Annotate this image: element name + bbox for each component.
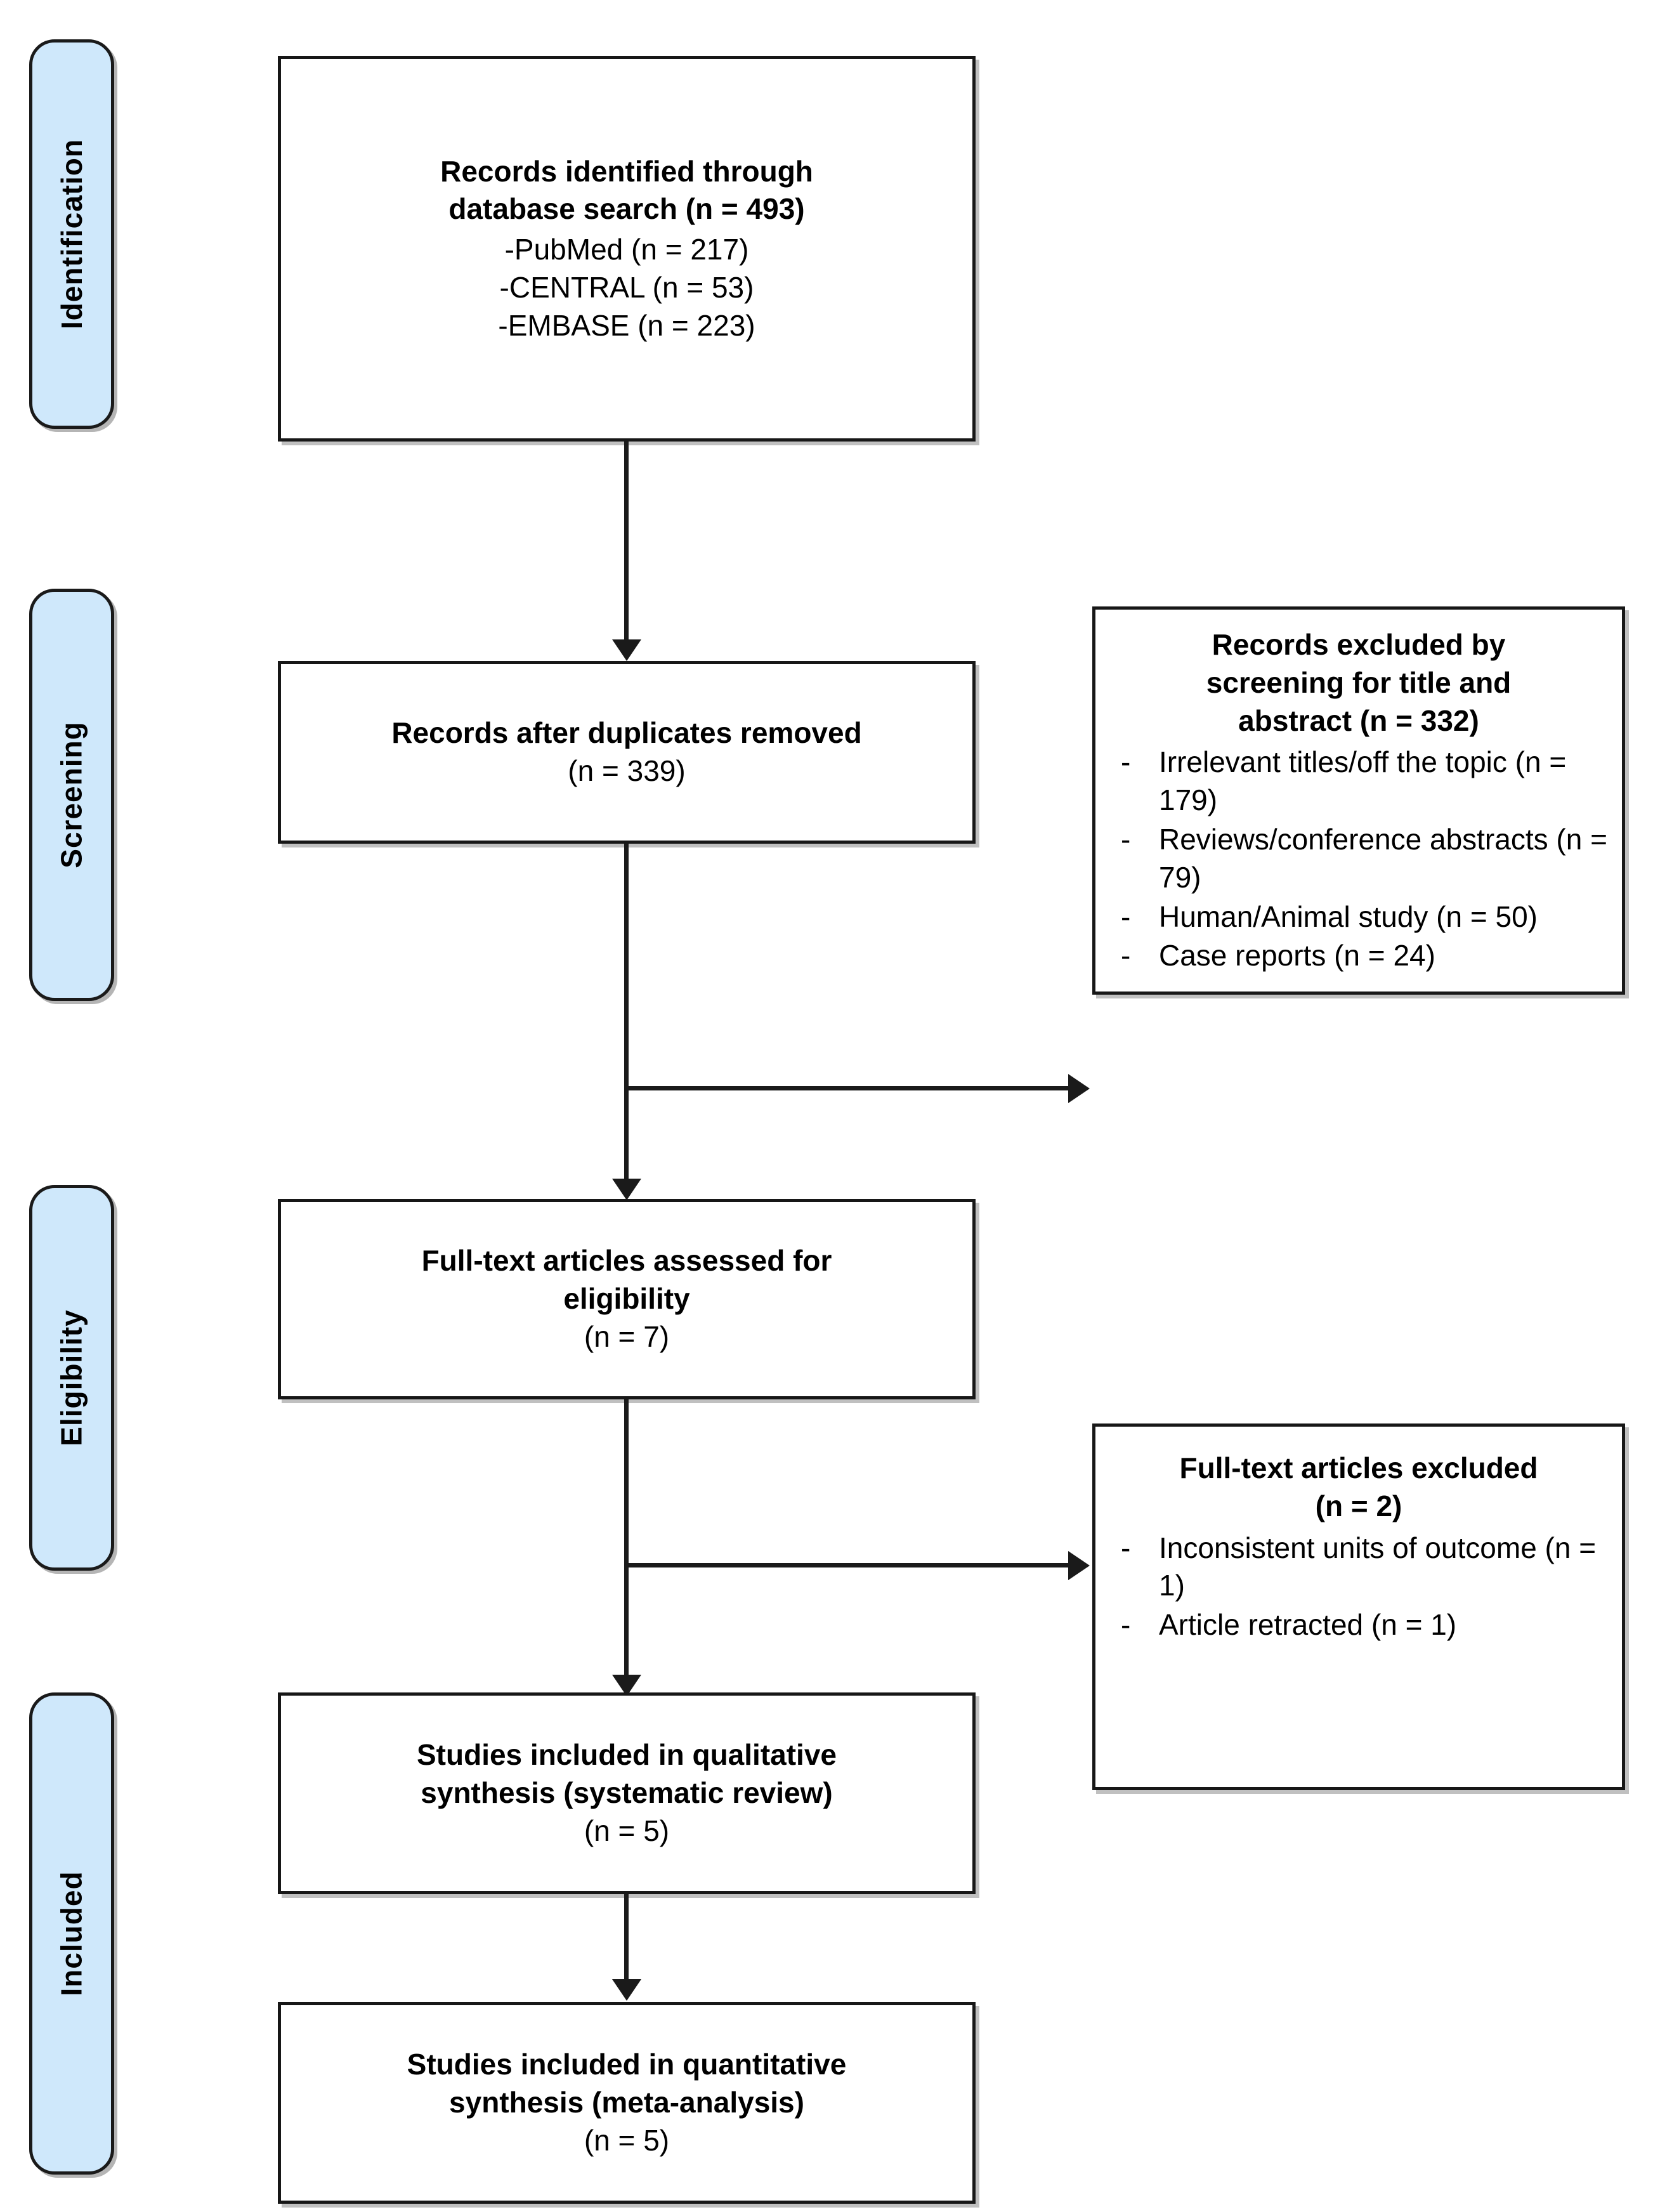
connector-eligibility-to-full-text-excluded [624,1563,1068,1567]
stage-tab-screening-label: Screening [55,721,89,868]
records-identified-sources: -PubMed (n = 217) -CENTRAL (n = 53) -EMB… [498,231,755,344]
arrow-eligibility-to-full-text-excluded [1068,1551,1090,1580]
records-excluded-reason-text: Irrelevant titles/off the topic (n = 179… [1159,745,1567,817]
arrow-qualitative-to-quantitative [612,1979,641,2001]
records-identified-heading-line2: database search (n = 493) [448,192,805,226]
bullet-dash-icon: - [1121,1608,1131,1642]
box-qualitative-synthesis: Studies included in qualitative synthesi… [278,1692,976,1894]
records-excluded-reason-text: Reviews/conference abstracts (n = 79) [1159,822,1607,894]
full-text-excluded-heading-line2: (n = 2) [1315,1489,1402,1522]
connector-eligibility-trunk [624,1399,629,1686]
full-text-assessed-heading-line2: eligibility [563,1282,690,1316]
qualitative-count: (n = 5) [584,1814,670,1847]
quantitative-heading-line2: synthesis (meta-analysis) [449,2086,804,2119]
qualitative-heading-line1: Studies included in qualitative [417,1738,837,1772]
quantitative-count: (n = 5) [584,2123,670,2157]
records-excluded-reason-list: - Irrelevant titles/off the topic (n = 1… [1109,743,1608,976]
connector-qualitative-to-quantitative [624,1894,629,1991]
bullet-dash-icon: - [1121,1531,1131,1564]
full-text-assessed-heading-line1: Full-text articles assessed for [421,1244,832,1278]
records-excluded-reason: - Reviews/conference abstracts (n = 79) [1109,821,1608,897]
box-records-after-duplicates: Records after duplicates removed (n = 33… [278,661,976,844]
source-pubmed: -PubMed (n = 217) [504,233,749,266]
stage-tab-identification-label: Identification [55,138,89,330]
box-records-identified: Records identified through database sear… [278,56,976,442]
stage-tab-identification: Identification [29,39,114,429]
after-duplicates-heading: Records after duplicates removed [391,716,862,750]
box-quantitative-synthesis: Studies included in quantitative synthes… [278,2002,976,2204]
full-text-excluded-reason-list: - Inconsistent units of outcome (n = 1) … [1109,1529,1608,1646]
full-text-excluded-reason-text: Inconsistent units of outcome (n = 1) [1159,1531,1597,1602]
full-text-assessed-count: (n = 7) [584,1319,670,1353]
arrow-screening-to-eligibility [612,1179,641,1200]
records-excluded-reason-text: Human/Animal study (n = 50) [1159,900,1538,933]
box-full-text-assessed: Full-text articles assessed for eligibil… [278,1199,976,1399]
source-embase: -EMBASE (n = 223) [498,308,755,342]
connector-screening-trunk [624,844,629,1190]
records-excluded-heading-line3: abstract (n = 332) [1238,704,1479,737]
records-identified-heading-line1: Records identified through [440,154,813,188]
records-excluded-reason: - Case reports (n = 24) [1109,937,1608,975]
records-excluded-heading-line1: Records excluded by [1212,628,1506,661]
connector-screening-to-records-excluded [624,1086,1068,1090]
full-text-excluded-reason-text: Article retracted (n = 1) [1159,1608,1457,1642]
stage-tab-included-label: Included [55,1871,88,1996]
full-text-excluded-reason: - Article retracted (n = 1) [1109,1606,1608,1644]
bullet-dash-icon: - [1121,822,1131,856]
records-excluded-reason: - Irrelevant titles/off the topic (n = 1… [1109,743,1608,820]
bullet-dash-icon: - [1121,745,1131,779]
stage-tab-eligibility: Eligibility [29,1185,114,1571]
after-duplicates-count: (n = 339) [568,754,686,787]
records-excluded-reason: - Human/Animal study (n = 50) [1109,898,1608,936]
records-excluded-reason-text: Case reports (n = 24) [1159,939,1435,972]
arrow-identification-to-screening [612,639,641,661]
stage-tab-screening: Screening [29,589,114,1001]
quantitative-heading-line1: Studies included in quantitative [407,2048,847,2081]
box-full-text-excluded: Full-text articles excluded (n = 2) - In… [1092,1423,1625,1790]
bullet-dash-icon: - [1121,900,1131,933]
connector-identification-to-screening [624,442,629,651]
qualitative-heading-line2: synthesis (systematic review) [421,1776,833,1810]
box-records-excluded: Records excluded by screening for title … [1092,606,1625,995]
stage-tab-included: Included [29,1692,114,2175]
source-central: -CENTRAL (n = 53) [499,270,754,304]
full-text-excluded-heading-line1: Full-text articles excluded [1179,1451,1538,1484]
arrow-screening-to-records-excluded [1068,1074,1090,1103]
records-excluded-heading-line2: screening for title and [1206,665,1512,699]
bullet-dash-icon: - [1121,939,1131,972]
stage-tab-eligibility-label: Eligibility [55,1309,88,1446]
full-text-excluded-reason: - Inconsistent units of outcome (n = 1) [1109,1529,1608,1606]
